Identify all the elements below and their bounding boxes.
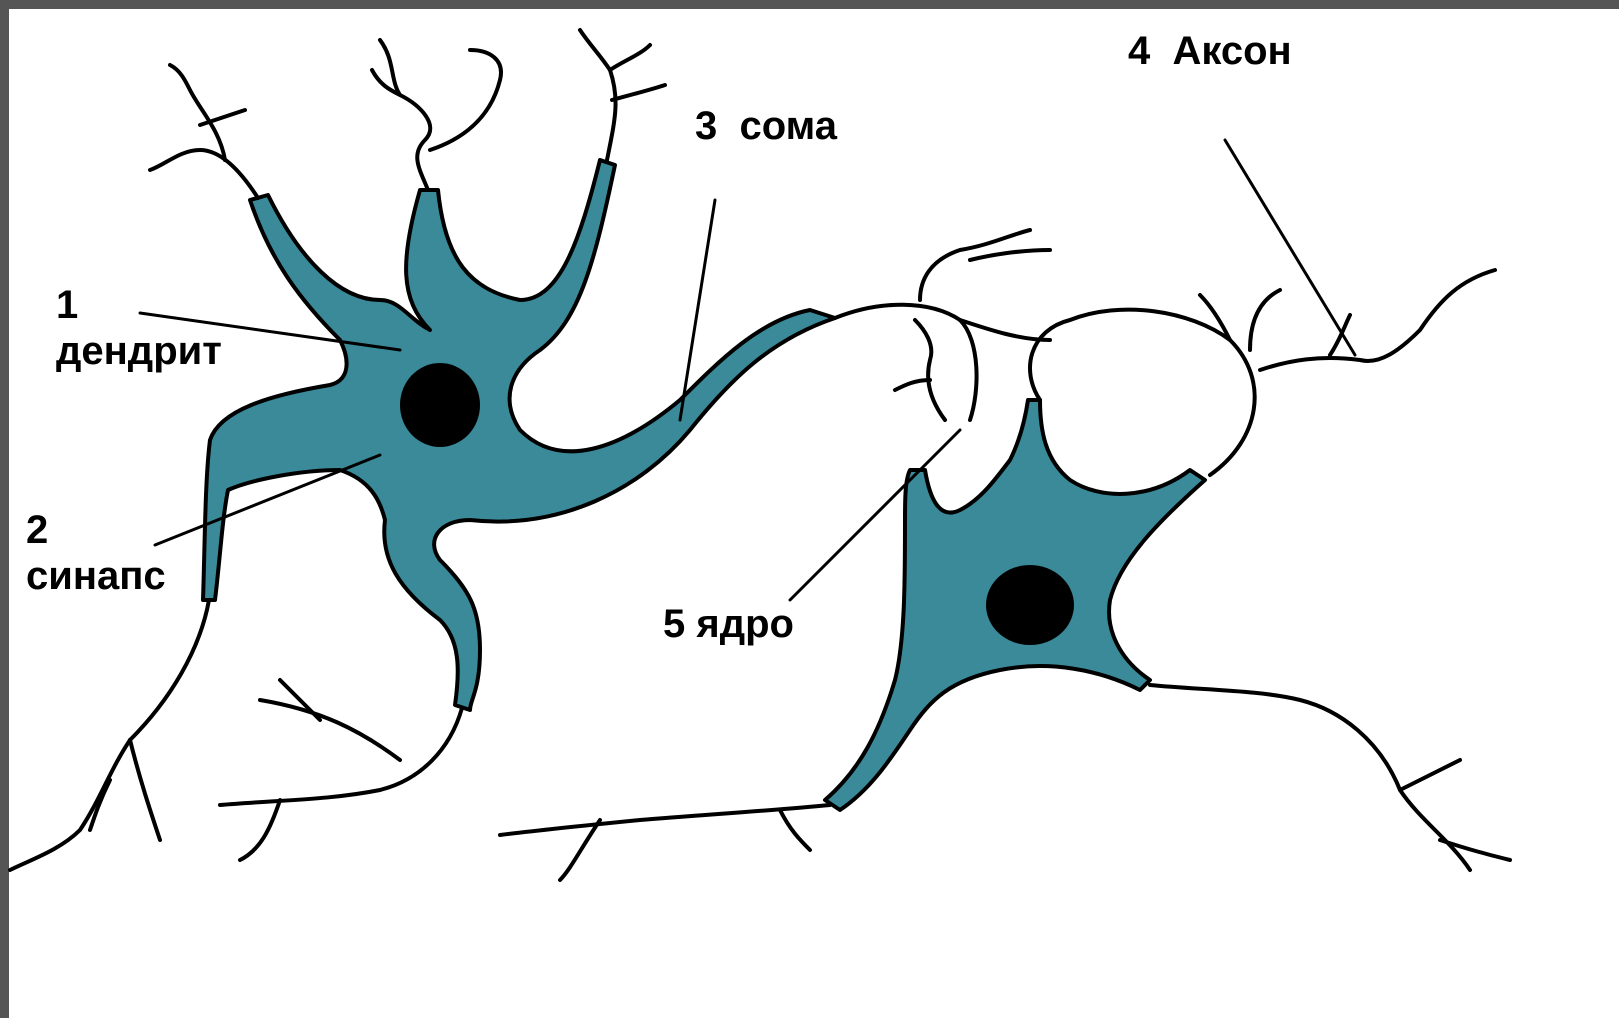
pointer-axon [1225,140,1355,355]
label-synapse-text: синапс [26,553,166,599]
label-axon: 4 Аксон [1128,28,1292,74]
label-soma-text: сома [739,103,836,149]
label-axon-number: 4 [1128,28,1150,74]
label-soma: 3 сома [695,103,837,149]
label-nucleus: 5 ядро [663,601,794,647]
label-axon-text: Аксон [1172,28,1291,74]
label-soma-number: 3 [695,103,717,149]
right-nucleus [986,565,1074,645]
label-nucleus-text: ядро [696,601,794,647]
label-dendrite: 1 дендрит [56,282,222,374]
label-dendrite-text: дендрит [56,328,222,374]
label-dendrite-number: 1 [56,282,78,328]
label-synapse: 2 синапс [26,507,166,599]
left-nucleus [400,363,480,447]
label-nucleus-number: 5 [663,601,685,647]
label-synapse-number: 2 [26,507,48,553]
